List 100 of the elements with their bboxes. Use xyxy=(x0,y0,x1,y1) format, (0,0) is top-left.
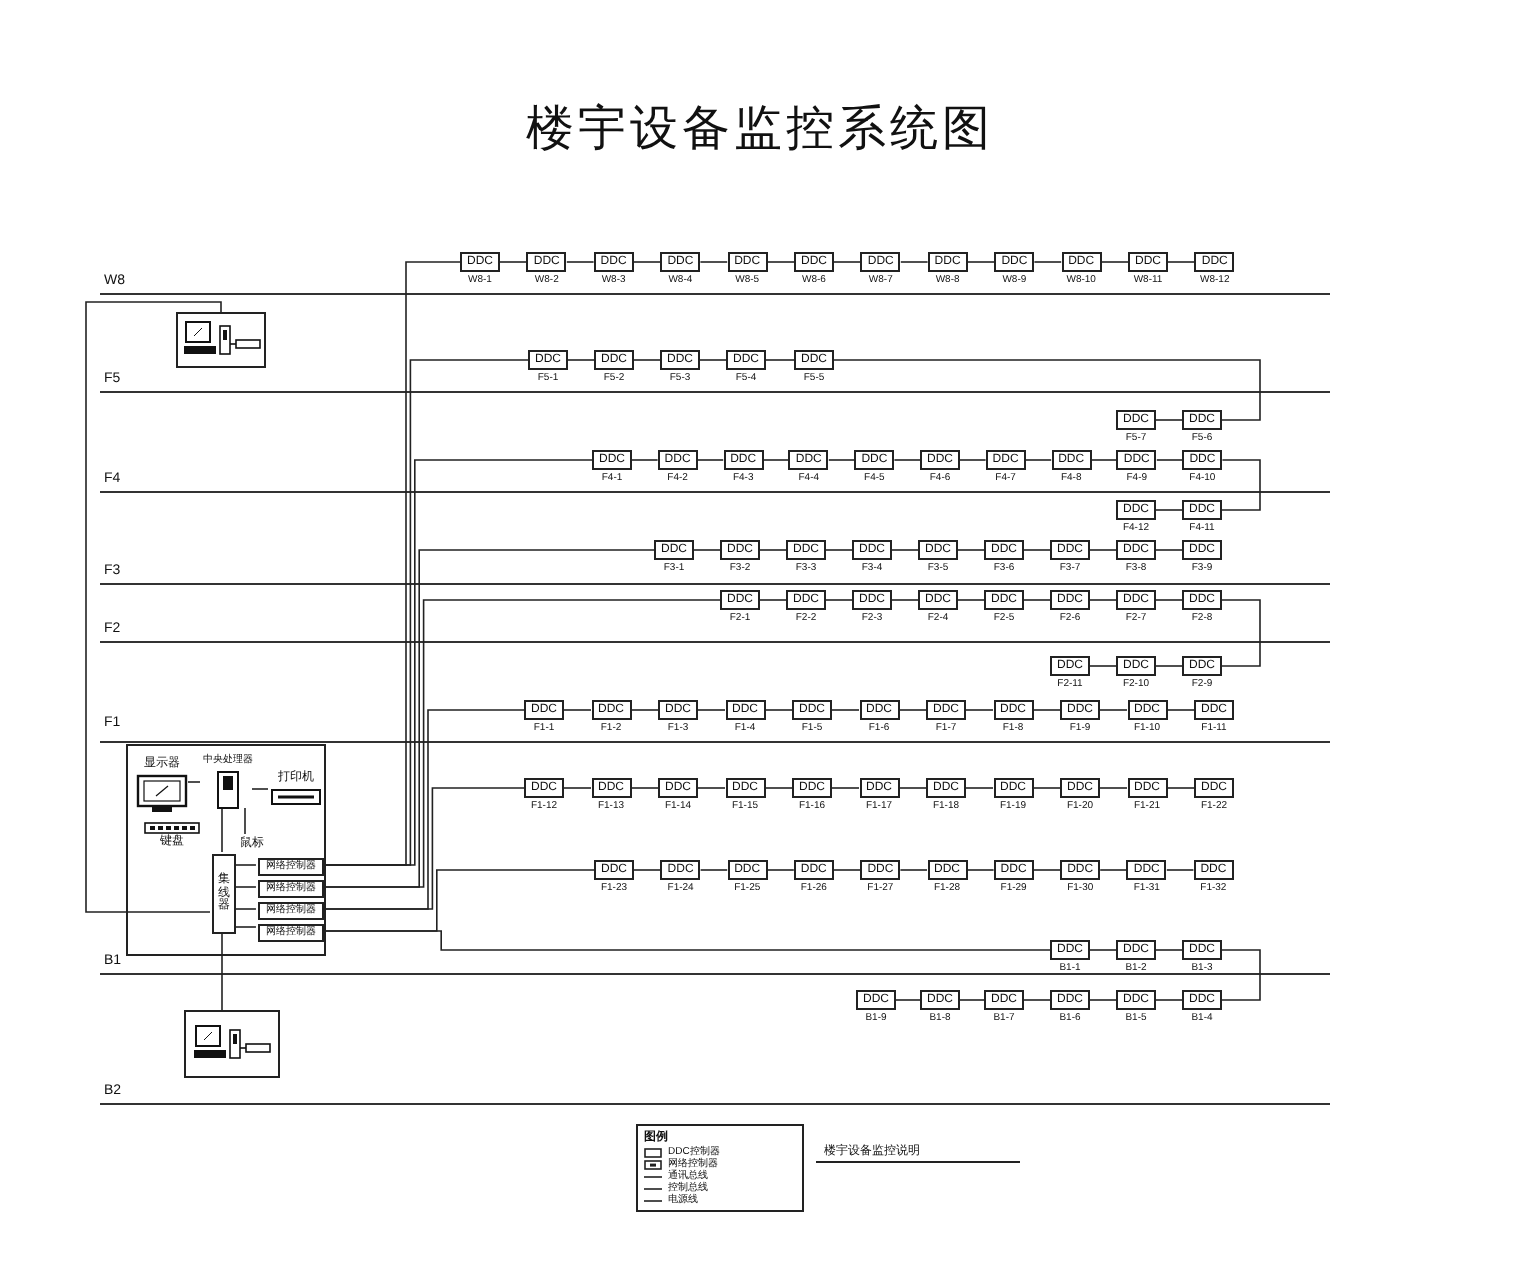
connection-line xyxy=(1089,999,1117,1001)
connection-line xyxy=(1166,787,1195,789)
connection-line xyxy=(828,459,856,461)
connection-line xyxy=(833,869,862,871)
connection-line xyxy=(1032,787,1061,789)
connection-line xyxy=(825,549,853,551)
connection-line xyxy=(1155,999,1183,1001)
connection-line xyxy=(697,709,726,711)
diagram-title: 楼宇设备监控系统图 xyxy=(524,98,996,160)
connection-line xyxy=(1099,787,1128,789)
connection-line xyxy=(233,926,257,928)
connection-line xyxy=(1032,869,1061,871)
connection-line xyxy=(1089,665,1117,667)
connection-line xyxy=(891,599,919,601)
connection-line xyxy=(1089,599,1117,601)
connection-line xyxy=(696,459,724,461)
connection-line xyxy=(833,261,862,263)
hub-box xyxy=(212,854,236,934)
connection-line xyxy=(764,787,793,789)
connection-line xyxy=(1156,459,1184,461)
connection-line xyxy=(831,787,860,789)
connection-line xyxy=(957,599,985,601)
connection-line xyxy=(959,999,985,1001)
connection-line xyxy=(966,261,996,263)
connection-line xyxy=(1155,949,1183,951)
connection-line xyxy=(633,359,661,361)
connection-line xyxy=(965,709,994,711)
connection-line xyxy=(1155,665,1183,667)
connection-line xyxy=(898,787,927,789)
connection-line xyxy=(632,261,662,263)
connection-line xyxy=(765,359,795,361)
connection-line xyxy=(1089,949,1117,951)
connection-line xyxy=(630,709,659,711)
control-room-frame xyxy=(126,744,326,956)
connection-line xyxy=(321,787,525,910)
connection-line xyxy=(900,261,929,263)
connection-line xyxy=(959,459,987,461)
connection-line xyxy=(1167,261,1196,263)
connection-line xyxy=(563,709,592,711)
connection-line xyxy=(321,459,593,866)
connection-line xyxy=(630,787,659,789)
connection-line xyxy=(321,930,1051,951)
connection-line xyxy=(893,459,921,461)
connection-line xyxy=(898,709,927,711)
connection-line xyxy=(233,886,257,888)
connection-line xyxy=(1023,549,1051,551)
connection-line xyxy=(766,869,795,871)
connection-line xyxy=(1032,709,1061,711)
connection-line xyxy=(766,261,795,263)
connection-line xyxy=(831,709,860,711)
connection-line xyxy=(1023,599,1051,601)
workstation-frame xyxy=(184,1010,280,1078)
connection-line xyxy=(631,459,659,461)
connection-line xyxy=(1100,261,1129,263)
connection-line xyxy=(221,807,223,853)
connection-line xyxy=(895,999,921,1001)
connection-line xyxy=(1155,599,1183,601)
connection-line xyxy=(891,549,919,551)
connection-line xyxy=(1023,999,1051,1001)
connection-line xyxy=(957,549,985,551)
connection-line xyxy=(233,864,257,866)
connection-line xyxy=(499,261,528,263)
connection-line xyxy=(563,787,592,789)
connection-line xyxy=(1155,549,1183,551)
connection-line xyxy=(825,599,853,601)
connection-line xyxy=(833,359,1261,421)
connection-line xyxy=(1033,261,1062,263)
connection-line xyxy=(85,301,222,913)
connection-line xyxy=(1166,709,1195,711)
connection-line xyxy=(699,869,728,871)
connection-line xyxy=(567,359,595,361)
connection-line xyxy=(764,709,793,711)
connection-line xyxy=(633,869,662,871)
connection-line xyxy=(1099,709,1128,711)
connection-line xyxy=(1221,949,1261,1001)
connection-line xyxy=(1155,419,1183,421)
connection-line xyxy=(1089,549,1117,551)
connection-line xyxy=(965,787,994,789)
connection-line xyxy=(1166,869,1195,871)
connection-line xyxy=(759,599,787,601)
connection-line xyxy=(1221,459,1261,511)
connection-line xyxy=(187,781,201,783)
connection-line xyxy=(233,908,257,910)
connection-line xyxy=(1099,869,1128,871)
connection-line xyxy=(1090,459,1118,461)
connection-line xyxy=(1155,509,1183,511)
connection-line xyxy=(1221,599,1261,667)
connection-line xyxy=(251,788,269,790)
connection-line xyxy=(697,787,726,789)
connection-line xyxy=(762,459,790,461)
connection-line xyxy=(899,869,928,871)
connection-line xyxy=(1024,459,1052,461)
connection-line xyxy=(321,599,721,888)
connection-line xyxy=(566,261,595,263)
connection-line xyxy=(244,807,246,835)
connection-line xyxy=(966,869,995,871)
connection-line xyxy=(699,359,727,361)
connection-line xyxy=(699,261,728,263)
connection-line xyxy=(759,549,787,551)
connection-line xyxy=(221,931,223,1011)
